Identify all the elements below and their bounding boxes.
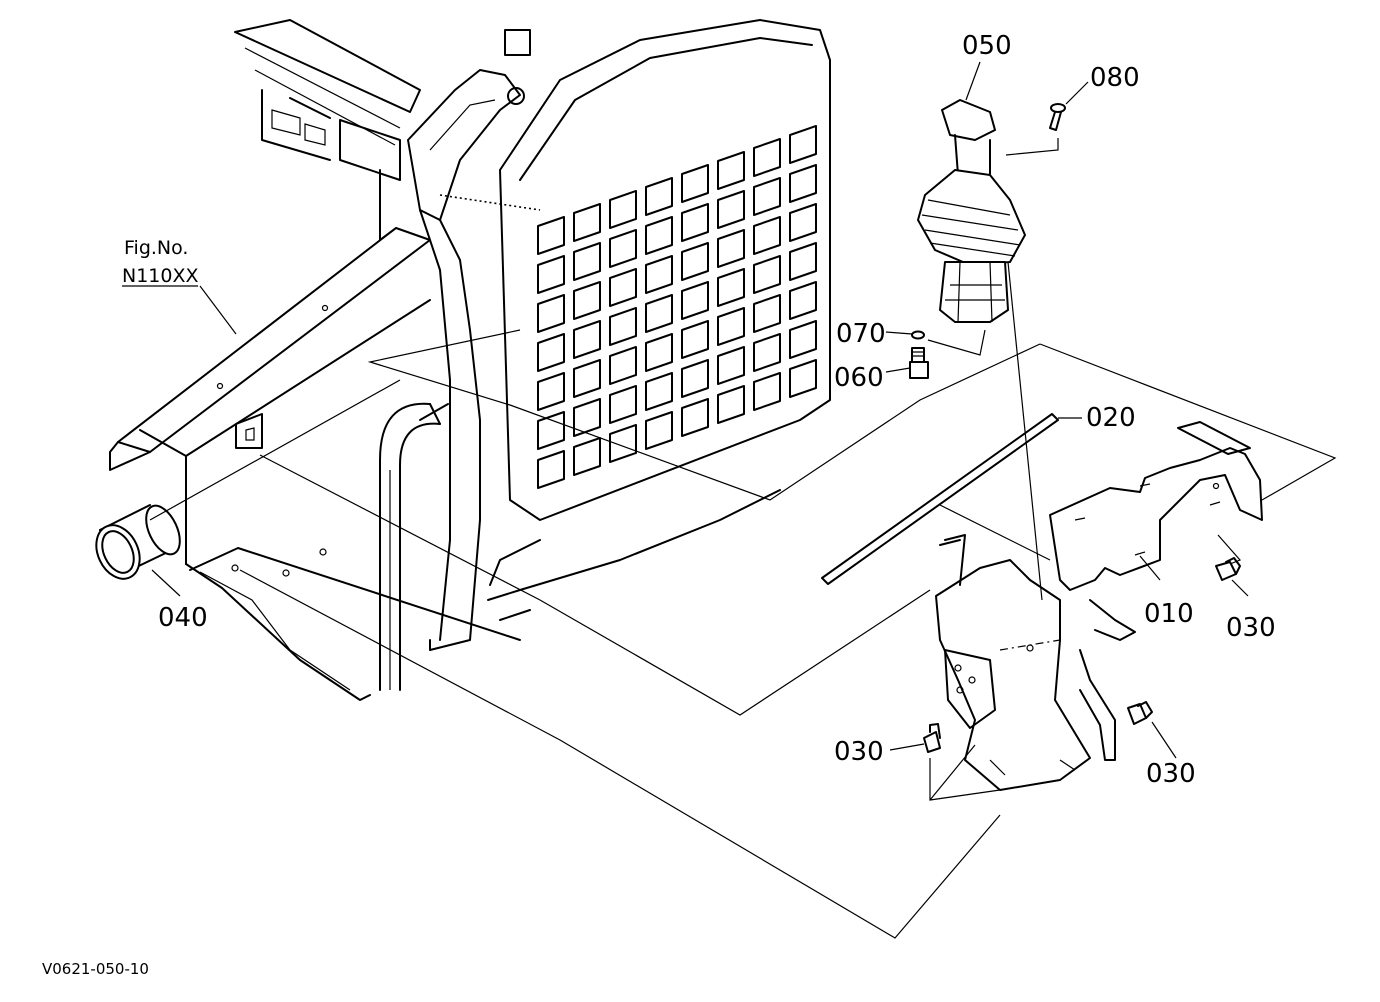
grille-cell	[573, 242, 601, 281]
screw-part-080	[1049, 103, 1066, 131]
grille-cell	[645, 372, 673, 411]
grille-cell	[753, 255, 781, 294]
grille-cell	[537, 372, 565, 411]
grille-cell	[645, 255, 673, 294]
guard-grille	[487, 19, 831, 621]
grille-cell	[573, 359, 601, 398]
grille-cell	[789, 320, 817, 359]
leader-lines	[122, 61, 1337, 939]
grab-handle	[407, 29, 531, 651]
grille-cell	[789, 281, 817, 320]
mount-plate	[935, 534, 1116, 791]
fitting-part-060	[909, 347, 929, 379]
grille-cell	[609, 385, 637, 424]
oring-part-070	[911, 330, 925, 340]
label-part-020: 020	[1086, 403, 1136, 433]
grille-cells	[537, 125, 817, 489]
label-part-070: 070	[836, 319, 886, 349]
grille-cell	[645, 333, 673, 372]
label-part-080: 080	[1090, 63, 1140, 93]
grille-cell	[573, 281, 601, 320]
grille-cell	[789, 164, 817, 203]
grille-cell	[753, 216, 781, 255]
floor-panel-frame	[109, 19, 521, 701]
grille-cell	[609, 424, 637, 463]
grille-cell	[789, 125, 817, 164]
grille-cell	[537, 255, 565, 294]
joystick-lever-part-050	[917, 99, 1026, 323]
figure-reference: Fig.No. N110XX	[122, 237, 199, 287]
grille-cell	[681, 398, 709, 437]
grille-cell	[717, 385, 745, 424]
grille-cell	[717, 190, 745, 229]
grille-cell	[717, 346, 745, 385]
figure-reference-line2: N110XX	[122, 265, 199, 287]
grille-cell	[789, 359, 817, 398]
label-part-040: 040	[158, 603, 208, 633]
sleeve-part-040	[95, 504, 181, 580]
grille-cell	[609, 268, 637, 307]
bolt-part-030-c	[1127, 701, 1153, 725]
bracket-part-010	[1049, 421, 1263, 641]
grille-cell	[645, 177, 673, 216]
grille-cell	[717, 229, 745, 268]
grille-cell	[609, 307, 637, 346]
grille-cell	[753, 372, 781, 411]
grille-cell	[681, 164, 709, 203]
rod-part-020	[821, 413, 1059, 585]
grille-cell	[717, 307, 745, 346]
grille-cell	[753, 294, 781, 333]
figure-reference-line1: Fig.No.	[124, 237, 188, 259]
grille-cell	[609, 346, 637, 385]
pipe	[379, 402, 449, 691]
grille-cell	[609, 229, 637, 268]
grille-cell	[645, 294, 673, 333]
grille-cell	[573, 320, 601, 359]
grille-cell	[789, 203, 817, 242]
bolt-part-030-a	[1215, 557, 1241, 581]
grille-cell	[573, 398, 601, 437]
label-part-010: 010	[1144, 599, 1194, 629]
grille-cell	[645, 216, 673, 255]
grille-cell	[573, 437, 601, 476]
grille-cell	[681, 242, 709, 281]
grille-cell	[753, 333, 781, 372]
part-labels: 050 080 070 060 020 010 030 030 030 040	[158, 31, 1276, 789]
grille-cell	[681, 359, 709, 398]
grille-cell	[573, 203, 601, 242]
grille-cell	[537, 450, 565, 489]
label-part-050: 050	[962, 31, 1012, 61]
grille-cell	[537, 294, 565, 333]
label-part-030-right: 030	[1226, 613, 1276, 643]
grille-cell	[681, 203, 709, 242]
grille-cell	[681, 320, 709, 359]
grille-cell	[717, 268, 745, 307]
grille-cell	[789, 242, 817, 281]
bolt-part-030-b	[923, 723, 941, 753]
drawing-code: V0621-050-10	[42, 960, 149, 978]
grille-cell	[537, 216, 565, 255]
grille-cell	[645, 411, 673, 450]
grille-cell	[717, 151, 745, 190]
grille-cell	[753, 177, 781, 216]
grille-cell	[537, 411, 565, 450]
label-part-060: 060	[834, 363, 884, 393]
grille-cell	[753, 138, 781, 177]
label-part-030-left: 030	[834, 737, 884, 767]
label-part-030-bottom: 030	[1146, 759, 1196, 789]
grille-cell	[537, 333, 565, 372]
grille-cell	[681, 281, 709, 320]
grille-cell	[609, 190, 637, 229]
